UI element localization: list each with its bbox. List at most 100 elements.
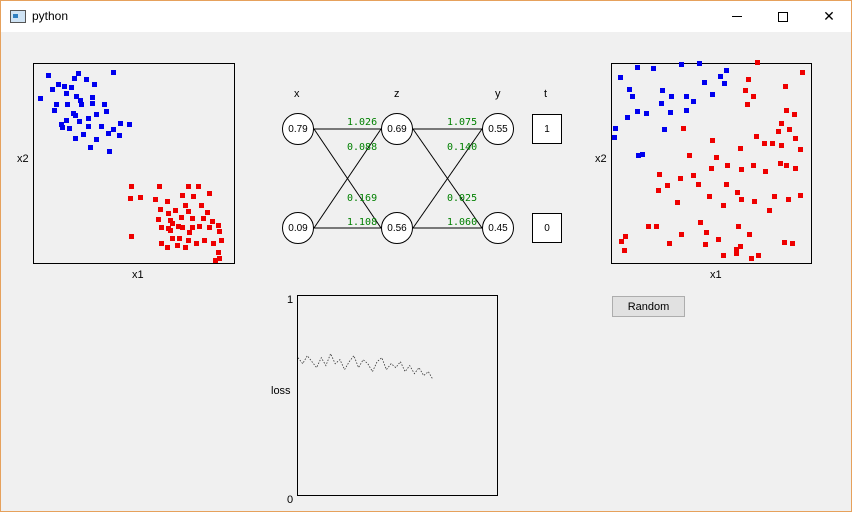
right-plot-red-point — [784, 108, 789, 113]
left-plot-red-point — [183, 203, 188, 208]
left-plot-red-point — [197, 224, 202, 229]
left-plot-red-point — [190, 216, 195, 221]
left-plot-blue-point — [86, 124, 91, 129]
node-z-bottom: 0.56 — [381, 212, 413, 244]
right-plot-blue-point — [635, 65, 640, 70]
left-plot-red-point — [180, 193, 185, 198]
left-plot-blue-point — [73, 113, 78, 118]
right-plot-blue-point — [627, 87, 632, 92]
right-plot-blue-point — [702, 80, 707, 85]
right-plot-red-point — [779, 121, 784, 126]
right-plot-red-point — [754, 134, 759, 139]
right-plot-red-point — [800, 70, 805, 75]
maximize-button[interactable] — [760, 1, 806, 32]
left-plot-blue-point — [117, 133, 122, 138]
right-plot-red-point — [646, 224, 651, 229]
left-plot-blue-point — [38, 96, 43, 101]
random-button[interactable]: Random — [612, 296, 685, 317]
right-plot-red-point — [745, 102, 750, 107]
right-plot-red-point — [735, 190, 740, 195]
left-plot-blue-point — [77, 119, 82, 124]
right-plot-red-point — [798, 147, 803, 152]
target-top: 1 — [532, 114, 562, 144]
right-plot-blue-point — [651, 66, 656, 71]
loss-ytick-top: 1 — [287, 294, 294, 306]
right-plot-red-point — [739, 167, 744, 172]
left-plot-red-point — [216, 223, 221, 228]
left-plot-blue-point — [59, 122, 64, 127]
right-plot-ylabel: x2 — [595, 153, 607, 165]
left-plot-blue-point — [56, 82, 61, 87]
right-plot-blue-point — [724, 68, 729, 73]
title-bar[interactable]: python ✕ — [1, 1, 851, 32]
weight-1-bottom: 1.108 — [347, 217, 378, 228]
left-plot-red-point — [166, 226, 171, 231]
right-plot-blue-point — [660, 88, 665, 93]
node-x-bottom: 0.09 — [282, 212, 314, 244]
left-plot-red-point — [210, 219, 215, 224]
window-title: python — [32, 9, 69, 23]
node-x-top: 0.79 — [282, 113, 314, 145]
right-plot-blue-point — [669, 94, 674, 99]
right-plot-red-point — [763, 169, 768, 174]
left-plot-red-point — [170, 236, 175, 241]
right-plot-red-point — [657, 172, 662, 177]
right-plot-xlabel: x1 — [710, 269, 722, 281]
right-plot-red-point — [786, 197, 791, 202]
right-plot-red-point — [675, 200, 680, 205]
left-plot-blue-point — [67, 126, 72, 131]
close-button[interactable]: ✕ — [806, 1, 852, 32]
right-plot-red-point — [751, 163, 756, 168]
right-plot-red-point — [738, 244, 743, 249]
left-plot-blue-point — [73, 136, 78, 141]
node-z-top: 0.69 — [381, 113, 413, 145]
right-plot-blue-point — [612, 135, 617, 140]
left-plot-red-point — [165, 199, 170, 204]
left-plot-blue-point — [72, 76, 77, 81]
left-plot-red-point — [187, 230, 192, 235]
right-plot-blue-point — [668, 110, 673, 115]
node-y-bottom: 0.45 — [482, 212, 514, 244]
left-plot-blue-point — [60, 125, 65, 130]
right-plot-blue-point — [679, 62, 684, 67]
left-plot-red-point — [201, 216, 206, 221]
left-plot-red-point — [217, 256, 222, 261]
left-plot-red-point — [217, 229, 222, 234]
right-plot-blue-point — [613, 126, 618, 131]
right-plot-red-point — [751, 94, 756, 99]
left-plot-blue-point — [81, 132, 86, 137]
right-plot-red-point — [798, 193, 803, 198]
right-plot-red-point — [679, 232, 684, 237]
left-plot-blue-point — [54, 102, 59, 107]
left-plot-red-point — [205, 210, 210, 215]
right-plot-red-point — [779, 143, 784, 148]
right-plot-red-point — [698, 220, 703, 225]
left-plot-blue-point — [111, 70, 116, 75]
right-plot-blue-point — [684, 108, 689, 113]
minimize-button[interactable] — [714, 1, 760, 32]
right-plot-red-point — [678, 176, 683, 181]
left-plot-blue-point — [50, 87, 55, 92]
left-plot-blue-point — [94, 112, 99, 117]
right-plot-blue-point — [635, 109, 640, 114]
close-icon: ✕ — [823, 8, 835, 24]
right-plot-red-point — [704, 230, 709, 235]
left-plot-blue-point — [90, 95, 95, 100]
right-plot-red-point — [783, 84, 788, 89]
right-plot-blue-point — [718, 74, 723, 79]
right-plot-red-point — [665, 183, 670, 188]
left-plot-red-point — [176, 224, 181, 229]
left-plot-red-point — [183, 245, 188, 250]
left-plot-red-point — [168, 218, 173, 223]
left-plot-blue-point — [107, 149, 112, 154]
left-plot-blue-point — [127, 122, 132, 127]
right-plot-red-point — [739, 197, 744, 202]
weight-2-top: 1.075 — [447, 117, 478, 128]
left-plot-red-point — [219, 238, 224, 243]
left-plot-red-point — [186, 184, 191, 189]
right-plot-blue-point — [684, 94, 689, 99]
left-plot-red-point — [207, 191, 212, 196]
right-plot-red-point — [681, 126, 686, 131]
right-plot-red-point — [752, 199, 757, 204]
weight-1-cross-up: 0.169 — [347, 193, 378, 204]
